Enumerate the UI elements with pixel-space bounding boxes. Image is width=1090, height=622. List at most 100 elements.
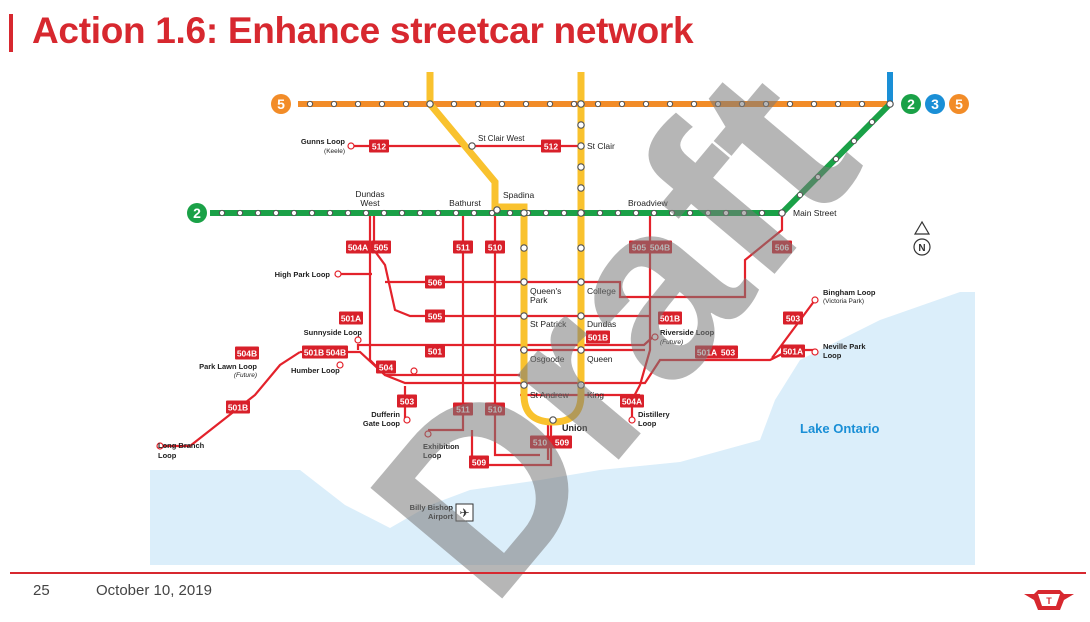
station-dot — [520, 312, 528, 320]
station-dot — [650, 209, 658, 217]
route-badge-505: 505 — [371, 240, 391, 254]
station-dot — [722, 209, 730, 217]
station-dot — [218, 209, 226, 217]
lake-ontario-label: Lake Ontario — [800, 421, 880, 436]
route-badge-511: 511 — [453, 402, 473, 416]
station-dot — [506, 209, 514, 217]
station-dot — [570, 100, 578, 108]
station-label: Loop — [823, 351, 842, 360]
svg-text:2: 2 — [907, 96, 915, 112]
station-dot — [834, 100, 842, 108]
station-dot — [416, 209, 424, 217]
route-badge-504A: 504A — [346, 240, 370, 254]
route-badge-510: 510 — [530, 435, 550, 449]
svg-text:505: 505 — [428, 312, 442, 322]
station-dot — [832, 155, 840, 163]
page-number: 25 — [33, 582, 50, 599]
svg-text:3: 3 — [931, 96, 939, 112]
station-dot — [344, 209, 352, 217]
station-dot — [642, 100, 650, 108]
station-dot — [354, 100, 362, 108]
station-dot — [714, 100, 722, 108]
svg-text:501A: 501A — [697, 348, 717, 358]
loop-terminal — [347, 142, 355, 150]
loop-terminal — [410, 367, 418, 375]
svg-text:501B: 501B — [228, 403, 248, 413]
svg-text:511: 511 — [456, 405, 470, 415]
svg-text:T: T — [1046, 596, 1052, 606]
loop-terminal — [424, 430, 432, 438]
station-dot — [796, 191, 804, 199]
station-dot — [450, 100, 458, 108]
svg-text:503: 503 — [721, 348, 735, 358]
route-badge-503: 503 — [397, 394, 417, 408]
line-2-badge-right: 2 — [901, 94, 921, 114]
station-dot — [452, 209, 460, 217]
route-badge-503: 503 — [783, 311, 803, 325]
svg-text:501B: 501B — [660, 314, 680, 324]
route-badge-501A: 501A — [781, 344, 805, 358]
station-label: (Victoria Park) — [823, 298, 864, 305]
station-dot — [362, 209, 370, 217]
station-label: Dundas — [355, 189, 384, 199]
title-accent-bar — [9, 14, 13, 52]
station-dot — [762, 100, 770, 108]
route-badge-509: 509 — [552, 435, 572, 449]
station-dot — [520, 381, 528, 389]
svg-text:504B: 504B — [650, 243, 670, 253]
station-dot — [474, 100, 482, 108]
route-badge-501B: 501B — [658, 311, 682, 325]
station-dot — [236, 209, 244, 217]
station-dot — [850, 137, 858, 145]
station-label: Dufferin — [371, 410, 400, 419]
svg-text:504: 504 — [379, 363, 393, 373]
svg-text:504A: 504A — [622, 397, 642, 407]
route-badge-504B: 504B — [324, 345, 348, 359]
route-badge-510: 510 — [485, 240, 505, 254]
north-compass-icon: N — [913, 220, 931, 256]
station-dot — [577, 209, 585, 217]
airplane-icon: ✈ — [455, 503, 474, 522]
station-dot — [690, 100, 698, 108]
station-dot — [330, 100, 338, 108]
svg-text:501B: 501B — [588, 333, 608, 343]
station-label: King — [587, 390, 604, 400]
route-badge-504B: 504B — [648, 240, 672, 254]
station-dot — [886, 100, 894, 108]
loop-terminal — [811, 348, 819, 356]
svg-text:506: 506 — [775, 243, 789, 253]
footer-date: October 10, 2019 — [96, 582, 212, 599]
station-label: St Andrew — [530, 390, 570, 400]
route-badge-512: 512 — [369, 139, 389, 153]
svg-text:503: 503 — [786, 314, 800, 324]
svg-text:506: 506 — [428, 278, 442, 288]
svg-text:504B: 504B — [326, 348, 346, 358]
loop-terminal — [403, 416, 411, 424]
loop-terminal — [334, 270, 342, 278]
station-dot — [272, 209, 280, 217]
station-label: High Park Loop — [275, 270, 331, 279]
station-dot — [542, 209, 550, 217]
station-label: St Clair West — [478, 134, 525, 143]
station-dot — [577, 381, 585, 389]
station-label: (Future) — [234, 372, 257, 379]
svg-text:N: N — [918, 243, 925, 254]
station-dot — [549, 416, 557, 424]
station-label: Gunns Loop — [301, 137, 346, 146]
station-label: St Clair — [587, 141, 615, 151]
station-dot — [704, 209, 712, 217]
station-label: Exhibition — [423, 442, 460, 451]
station-label: College — [587, 286, 616, 296]
station-label: Loop — [423, 451, 442, 460]
station-dot — [666, 100, 674, 108]
station-dot — [632, 209, 640, 217]
line-2-badge-left: 2 — [187, 203, 207, 223]
route-badge-504: 504 — [376, 360, 396, 374]
station-label: Osgoode — [530, 354, 565, 364]
loop-terminal — [811, 296, 819, 304]
line-1-yonge-university — [426, 72, 585, 426]
station-dot — [522, 100, 530, 108]
footer-divider — [10, 572, 1086, 574]
